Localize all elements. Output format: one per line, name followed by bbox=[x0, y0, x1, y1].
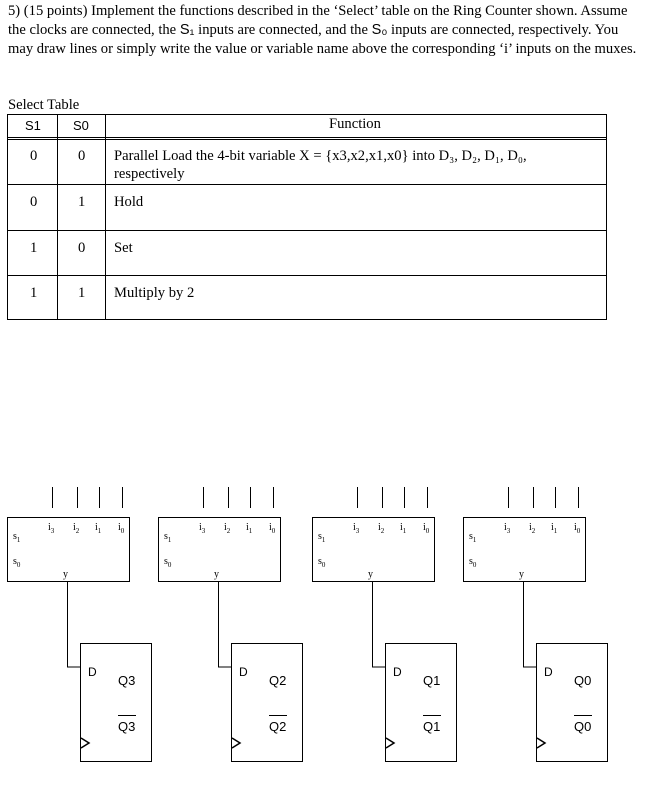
row3-s0: 1 bbox=[78, 285, 86, 301]
row1-s0: 1 bbox=[78, 194, 86, 210]
mux-3-output-label: y bbox=[519, 569, 524, 580]
mux-1-input-label-2: i1 bbox=[246, 522, 253, 535]
flipflop-2-qbar-label: Q1 bbox=[423, 719, 440, 734]
mux-2-output-wire bbox=[372, 582, 385, 668]
flipflop-0-q-label: Q3 bbox=[118, 673, 135, 688]
mux-3-input-label-2: i1 bbox=[551, 522, 558, 535]
mux-1-s0-label: s0 bbox=[164, 556, 172, 569]
mux-0-input-label-1: i2 bbox=[73, 522, 80, 535]
flipflop-2 bbox=[385, 643, 457, 762]
row2-s1: 1 bbox=[30, 240, 38, 256]
mux-2-output-label: y bbox=[368, 569, 373, 580]
flipflop-2-clock-icon bbox=[385, 737, 396, 749]
mux-3-s0-label: s0 bbox=[469, 556, 477, 569]
row3-s1: 1 bbox=[30, 285, 38, 301]
mux-1-input-label-3: i0 bbox=[269, 522, 276, 535]
problem-statement: 5) (15 points) Implement the functions d… bbox=[8, 2, 638, 59]
flipflop-1-qbar-label: Q2 bbox=[269, 719, 286, 734]
problem-mid: inputs are connected, and the bbox=[198, 22, 368, 38]
mux-0-output-label: y bbox=[63, 569, 68, 580]
flipflop-1-d-label: D bbox=[239, 665, 248, 679]
mux-1-output-wire bbox=[218, 582, 231, 668]
mux-3 bbox=[463, 517, 586, 582]
mux-0-s0-label: s0 bbox=[13, 556, 21, 569]
flipflop-3-q-label: Q0 bbox=[574, 673, 591, 688]
flipflop-0 bbox=[80, 643, 152, 762]
row1-function: Hold bbox=[114, 194, 144, 210]
flipflop-0-d-label: D bbox=[88, 665, 97, 679]
mux-2-s0-label: s0 bbox=[318, 556, 326, 569]
row0-function-cont: respectively bbox=[114, 166, 185, 182]
select-table: S1 S0 Function 0 0 Parallel Load the 4-b… bbox=[7, 114, 607, 320]
flipflop-1-q-label: Q2 bbox=[269, 673, 286, 688]
mux-1-input-label-1: i2 bbox=[224, 522, 231, 535]
mux-1-input-label-0: i3 bbox=[199, 522, 206, 535]
flipflop-2-q-label: Q1 bbox=[423, 673, 440, 688]
mux-2-input-label-2: i1 bbox=[400, 522, 407, 535]
mux-0 bbox=[7, 517, 130, 582]
s0-label: S₀ bbox=[371, 22, 388, 38]
mux-1-output-label: y bbox=[214, 569, 219, 580]
flipflop-3 bbox=[536, 643, 608, 762]
problem-tail: inputs are connected, respectively. You … bbox=[8, 22, 637, 57]
flipflop-1 bbox=[231, 643, 303, 762]
flipflop-3-qbar-label: Q0 bbox=[574, 719, 591, 734]
flipflop-0-clock-icon bbox=[80, 737, 91, 749]
mux-2 bbox=[312, 517, 435, 582]
problem-header: 5) (15 points) Implement the functions d… bbox=[8, 3, 628, 38]
row0-s0: 0 bbox=[78, 148, 86, 164]
flipflop-3-clock-icon bbox=[536, 737, 547, 749]
header-s0: S0 bbox=[73, 118, 89, 133]
select-table-label: Select Table bbox=[8, 97, 80, 113]
mux-1 bbox=[158, 517, 281, 582]
row2-s0: 0 bbox=[78, 240, 86, 256]
row0-function: Parallel Load the 4-bit variable X = {x3… bbox=[114, 148, 527, 164]
row1-s1: 0 bbox=[30, 194, 38, 210]
header-function: Function bbox=[329, 116, 381, 132]
row0-s1: 0 bbox=[30, 148, 38, 164]
mux-3-input-label-3: i0 bbox=[574, 522, 581, 535]
mux-2-input-label-3: i0 bbox=[423, 522, 430, 535]
row2-function: Set bbox=[114, 240, 133, 256]
mux-2-s1-label: s1 bbox=[318, 531, 326, 544]
s1-label: S₁ bbox=[179, 22, 195, 38]
mux-3-output-wire bbox=[523, 582, 536, 668]
mux-0-input-label-3: i0 bbox=[118, 522, 125, 535]
flipflop-1-clock-icon bbox=[231, 737, 242, 749]
mux-0-s1-label: s1 bbox=[13, 531, 21, 544]
flipflop-3-d-label: D bbox=[544, 665, 553, 679]
mux-3-input-label-0: i3 bbox=[504, 522, 511, 535]
flipflop-2-d-label: D bbox=[393, 665, 402, 679]
row3-function: Multiply by 2 bbox=[114, 285, 195, 301]
mux-3-s1-label: s1 bbox=[469, 531, 477, 544]
mux-1-s1-label: s1 bbox=[164, 531, 172, 544]
mux-0-output-wire bbox=[67, 582, 80, 668]
flipflop-0-qbar-label: Q3 bbox=[118, 719, 135, 734]
mux-0-input-label-2: i1 bbox=[95, 522, 102, 535]
mux-3-input-label-1: i2 bbox=[529, 522, 536, 535]
table-grid bbox=[7, 114, 607, 320]
mux-2-input-label-0: i3 bbox=[353, 522, 360, 535]
header-s1: S1 bbox=[25, 118, 41, 133]
mux-0-input-label-0: i3 bbox=[48, 522, 55, 535]
mux-2-input-label-1: i2 bbox=[378, 522, 385, 535]
